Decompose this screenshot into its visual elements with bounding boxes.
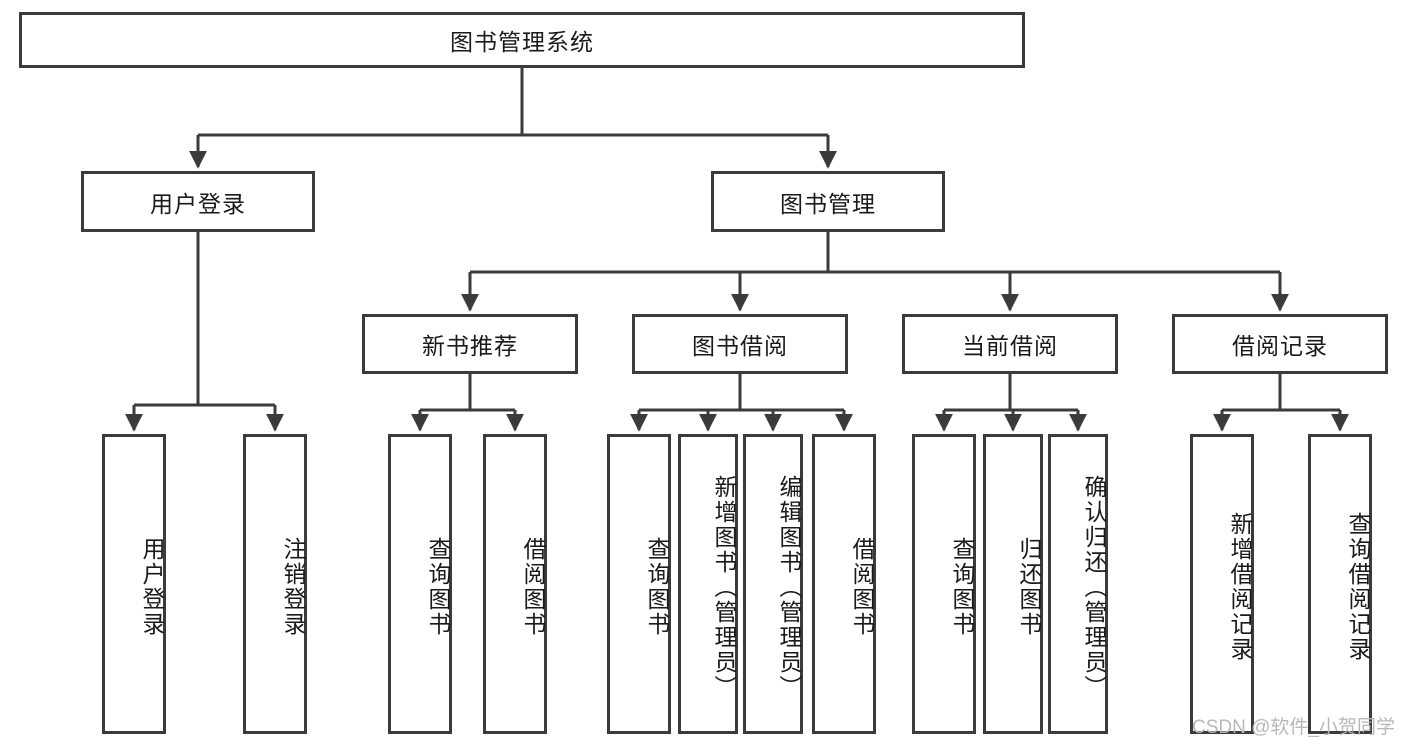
node-leaf-9-label: 归还图书: [1016, 537, 1042, 637]
node-leaf-0[interactable]: 用户登录: [102, 434, 166, 734]
node-leaf-2[interactable]: 查询图书: [388, 434, 452, 734]
node-leaf-8[interactable]: 查询图书: [912, 434, 976, 734]
node-leaf-0-label: 用户登录: [139, 537, 165, 637]
node-leaf-9[interactable]: 归还图书: [983, 434, 1043, 734]
node-leaf-3[interactable]: 借阅图书: [483, 434, 547, 734]
node-l1-0[interactable]: 用户登录: [81, 171, 315, 232]
node-leaf-3-label: 借阅图书: [520, 537, 546, 637]
node-leaf-11-label: 新增借阅记录: [1227, 512, 1253, 662]
watermark: CSDN @软件_小贺同学: [1192, 717, 1395, 738]
node-leaf-6-label: 编辑图书（管理员）: [776, 474, 802, 700]
node-leaf-6[interactable]: 编辑图书（管理员）: [743, 434, 803, 734]
node-root[interactable]: 图书管理系统: [19, 12, 1025, 68]
node-l2-3-label: 借阅记录: [1232, 333, 1328, 359]
node-l2-3[interactable]: 借阅记录: [1172, 314, 1388, 374]
node-l1-1-label: 图书管理: [780, 190, 876, 217]
node-leaf-10-label: 确认归还（管理员）: [1081, 474, 1107, 700]
node-l2-0[interactable]: 新书推荐: [362, 314, 578, 374]
node-l2-1[interactable]: 图书借阅: [632, 314, 848, 374]
node-leaf-8-label: 查询图书: [949, 537, 975, 637]
node-root-label: 图书管理系统: [450, 29, 594, 55]
node-leaf-5-label: 新增图书（管理员）: [711, 474, 737, 700]
node-leaf-7-label: 借阅图书: [849, 537, 875, 637]
node-leaf-10[interactable]: 确认归还（管理员）: [1048, 434, 1108, 734]
node-leaf-1-label: 注销登录: [280, 537, 306, 637]
node-leaf-2-label: 查询图书: [425, 537, 451, 637]
node-l2-2-label: 当前借阅: [962, 333, 1058, 359]
node-leaf-11[interactable]: 新增借阅记录: [1190, 434, 1254, 734]
node-leaf-7[interactable]: 借阅图书: [812, 434, 876, 734]
node-l1-0-label: 用户登录: [150, 190, 246, 217]
node-l2-0-label: 新书推荐: [422, 333, 518, 359]
node-leaf-12-label: 查询借阅记录: [1345, 512, 1371, 662]
node-leaf-12[interactable]: 查询借阅记录: [1308, 434, 1372, 734]
node-leaf-4[interactable]: 查询图书: [607, 434, 671, 734]
node-l1-1[interactable]: 图书管理: [711, 171, 945, 232]
node-l2-1-label: 图书借阅: [692, 333, 788, 359]
node-leaf-5[interactable]: 新增图书（管理员）: [678, 434, 738, 734]
node-leaf-4-label: 查询图书: [644, 537, 670, 637]
node-l2-2[interactable]: 当前借阅: [902, 314, 1118, 374]
node-leaf-1[interactable]: 注销登录: [243, 434, 307, 734]
